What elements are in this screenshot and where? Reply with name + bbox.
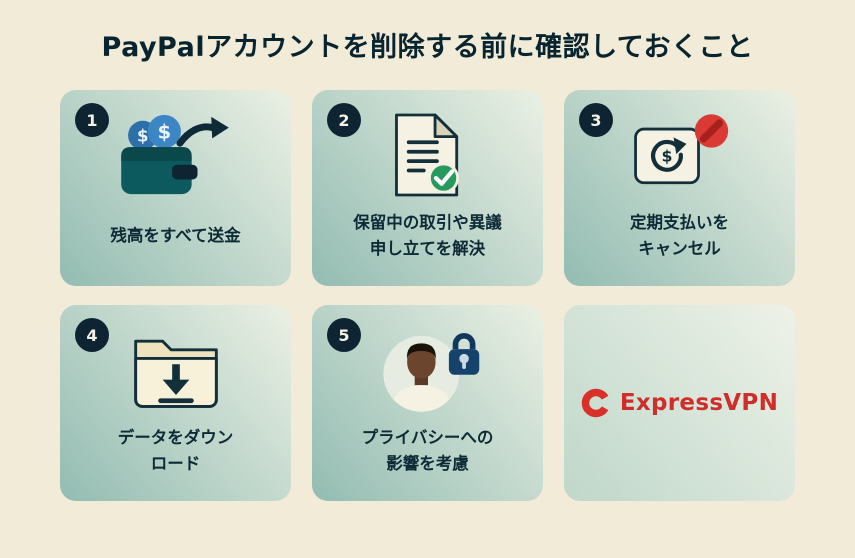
card-privacy-impact: 5 プライバシーへの 影響を考慮: [312, 305, 543, 501]
page-title: PayPalアカウントを削除する前に確認しておくこと: [101, 32, 754, 63]
card-label: 定期支払いを キャンセル: [630, 213, 729, 258]
expressvpn-logo: ExpressVPN: [581, 388, 778, 418]
wallet-coins-arrow-icon: $ $: [60, 102, 291, 208]
card-label: 残高をすべて送金: [110, 226, 241, 246]
svg-text:$: $: [136, 126, 148, 145]
step-number-badge: 2: [327, 103, 361, 137]
card-label: プライバシーへの 影響を考慮: [361, 428, 494, 473]
card-brand-logo: ExpressVPN: [564, 305, 795, 501]
step-number-badge: 1: [75, 103, 109, 137]
step-number-badge: 5: [327, 318, 361, 352]
card-transfer-balance: 1 $ $ 残高をすべて送金: [60, 90, 291, 286]
svg-text:$: $: [157, 120, 171, 143]
document-check-icon: [312, 102, 543, 208]
recurring-payment-cancel-icon: $: [564, 102, 795, 208]
card-download-data: 4 データをダウン ロード: [60, 305, 291, 501]
cards-grid: 1 $ $ 残高をすべて送金 2: [60, 90, 795, 501]
card-label: 保留中の取引や異議 申し立てを解決: [353, 213, 502, 258]
folder-download-icon: [60, 317, 291, 423]
expressvpn-logomark-icon: [581, 388, 609, 418]
avatar-lock-icon: [312, 317, 543, 423]
svg-text:$: $: [661, 146, 672, 165]
card-resolve-transactions: 2 保留中の取引や異議 申し立てを解決: [312, 90, 543, 286]
expressvpn-wordmark: ExpressVPN: [619, 390, 779, 416]
card-cancel-subscriptions: 3 $ 定期支払いを キャンセル: [564, 90, 795, 286]
step-number-badge: 3: [579, 103, 613, 137]
card-label: データをダウン ロード: [117, 428, 234, 473]
step-number-badge: 4: [75, 318, 109, 352]
